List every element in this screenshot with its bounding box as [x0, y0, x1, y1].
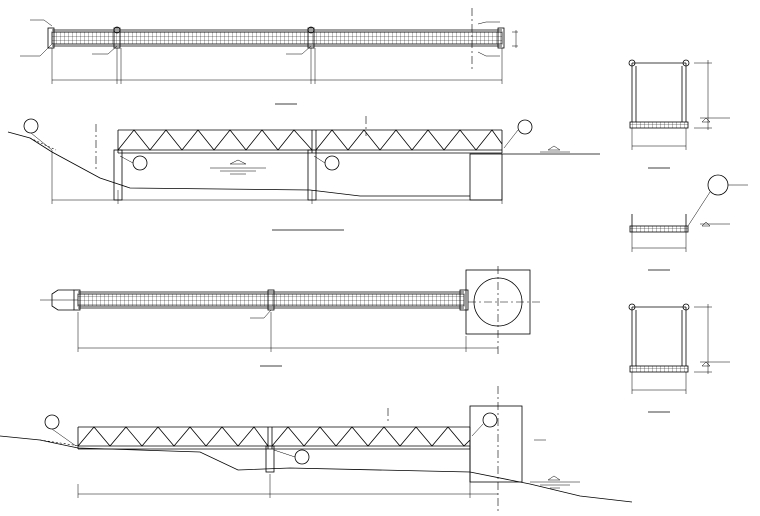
pump-house-elevation: [469, 405, 523, 483]
plan-view-bottom: [40, 266, 540, 367]
cross-section-3: [628, 303, 730, 413]
cross-section-1: [628, 59, 730, 169]
elevation-view-top: [7, 116, 600, 231]
elevation-view-bottom: [0, 386, 633, 514]
plan-view-top: [20, 8, 518, 105]
cross-section-2: [629, 174, 748, 271]
walkway-deck: [77, 293, 465, 307]
walkway-deck: [51, 31, 503, 45]
